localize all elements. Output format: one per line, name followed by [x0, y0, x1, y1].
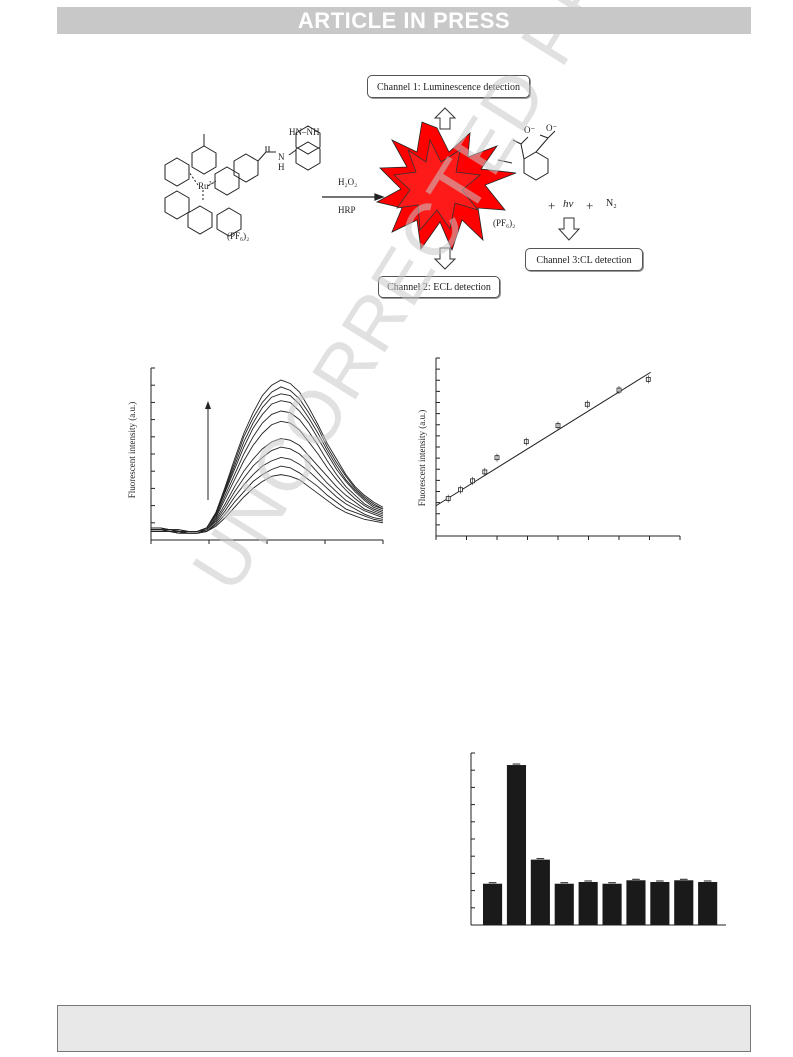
carboxylate-1: O⁻: [524, 125, 536, 135]
luminescence-star: [375, 121, 517, 252]
spectrum-line-6: [151, 420, 384, 532]
increase-arrow-head: [205, 401, 211, 409]
amide-n-label: N: [278, 152, 285, 162]
products-hv: hν: [563, 198, 574, 210]
open-arrows: [433, 107, 581, 270]
metal-left-label: Ru2+: [198, 181, 215, 191]
bar-9: [674, 880, 694, 925]
bar-8: [650, 882, 670, 925]
chart1-ylabel: Fluorescent intensity (a.u.): [127, 401, 137, 499]
chart2-ylabel: Fluorescent intensity (a.u.): [417, 409, 427, 507]
article-in-press-banner: ARTICLE IN PRESS: [57, 7, 751, 34]
reagent-hrp: HRP: [338, 205, 356, 215]
channel1-box: Channel 1: Luminescence detection: [367, 75, 530, 98]
amide-h-label: H: [278, 162, 285, 172]
bar-2: [506, 765, 527, 925]
counter-ion-left: (PF₆)₂: [227, 231, 250, 241]
spectra-chart: [150, 367, 384, 544]
spectrum-line-1: [151, 474, 384, 534]
selectivity-bar-chart: [470, 752, 726, 926]
bar-1: [483, 883, 503, 925]
spectrum-line-4: [151, 446, 384, 534]
reaction-arrow: [322, 193, 385, 201]
citation-footer-box: [57, 1005, 751, 1052]
products-n2: N₂: [606, 198, 617, 209]
hydrazide-label: HN–NH: [289, 127, 320, 137]
spectrum-line-9: [151, 393, 384, 532]
bar-10: [698, 882, 718, 925]
bar-7: [626, 880, 646, 925]
bar-3: [530, 859, 550, 925]
bar-4: [554, 883, 574, 925]
channel2-box: Channel 2: ECL detection: [378, 276, 500, 298]
calibration-chart: [435, 357, 681, 540]
reagent-h2o2: H₂O₂: [338, 177, 358, 187]
spectrum-line-8: [151, 400, 384, 532]
spectrum-line-2: [151, 465, 384, 534]
bar-5: [578, 882, 598, 925]
spectrum-line-3: [151, 456, 384, 534]
left-complex-structure: [164, 125, 321, 237]
metal-charge: 2+: [208, 181, 215, 187]
products-plus-1: +: [548, 198, 556, 213]
counter-ion-right: (PF₆)₂: [493, 218, 516, 228]
right-product-structure: [497, 130, 556, 181]
spectrum-line-5: [151, 438, 384, 534]
bar-6: [602, 883, 622, 925]
carboxylate-2: O⁻: [546, 123, 558, 133]
metal-symbol: Ru: [198, 181, 209, 191]
spectrum-line-11: [151, 379, 384, 532]
scheme-drawing: [164, 107, 581, 270]
fit-line: [435, 371, 651, 507]
channel3-box: Channel 3:CL detection: [525, 248, 643, 271]
products-plus-2: +: [586, 198, 594, 213]
